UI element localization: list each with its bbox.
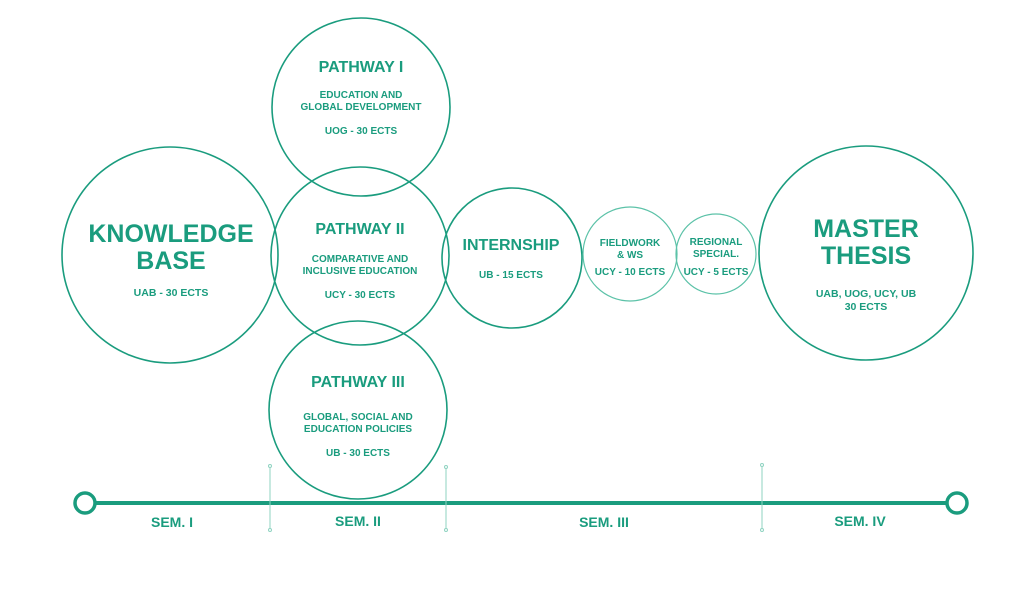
- fieldwork-title: FIELDWORK: [600, 238, 661, 249]
- internship-credits: UB - 15 ECTS: [479, 270, 543, 281]
- master-thesis-title: MASTER: [813, 215, 919, 243]
- master-thesis-credits: UAB, UOG, UCY, UB: [816, 288, 917, 300]
- master-thesis-title: THESIS: [821, 242, 911, 270]
- pathway-2-credits: UCY - 30 ECTS: [325, 290, 396, 301]
- regional-credits: UCY - 5 ECTS: [684, 267, 749, 278]
- pathway-1-desc: GLOBAL DEVELOPMENT: [301, 102, 422, 113]
- pathway-2-desc: COMPARATIVE AND: [312, 254, 408, 265]
- fieldwork-credits: UCY - 10 ECTS: [595, 267, 666, 278]
- semester-label: SEM. IV: [834, 513, 886, 529]
- pathway-2-desc: INCLUSIVE EDUCATION: [303, 266, 418, 277]
- timeline-end-marker: [945, 491, 969, 515]
- pathway-1-circle: [271, 17, 451, 197]
- pathway-3-desc: EDUCATION POLICIES: [304, 424, 412, 435]
- internship-circle: [441, 187, 583, 329]
- pathway-1-credits: UOG - 30 ECTS: [325, 126, 398, 137]
- master-thesis-circle: [758, 145, 974, 361]
- master-thesis-credits: 30 ECTS: [845, 301, 888, 313]
- fieldwork-title: & WS: [617, 250, 643, 261]
- regional-circle: [675, 213, 757, 295]
- knowledge-base-circle: [61, 146, 279, 364]
- fieldwork-circle: [582, 206, 678, 302]
- knowledge-base-credits: UAB - 30 ECTS: [134, 287, 209, 299]
- regional-title: SPECIAL.: [693, 249, 739, 260]
- internship-title: INTERNSHIP: [463, 237, 560, 254]
- pathway-1-title: PATHWAY I: [319, 59, 404, 76]
- pathway-3-credits: UB - 30 ECTS: [326, 448, 390, 459]
- semester-dividers: [268, 463, 764, 532]
- pathway-2-circle: [270, 166, 450, 346]
- knowledge-base-title: KNOWLEDGE: [88, 220, 253, 248]
- semester-label: SEM. II: [335, 513, 381, 529]
- pathway-1-desc: EDUCATION AND: [320, 90, 403, 101]
- pathway-2-title: PATHWAY II: [315, 221, 404, 238]
- pathway-3-title: PATHWAY III: [311, 374, 405, 391]
- knowledge-base-title: BASE: [136, 247, 205, 275]
- pathway-3-desc: GLOBAL, SOCIAL AND: [303, 412, 412, 423]
- semester-label: SEM. III: [579, 514, 629, 530]
- timeline-start-marker: [73, 491, 97, 515]
- pathway-3-circle: [268, 320, 448, 500]
- semester-label: SEM. I: [151, 514, 193, 530]
- regional-title: REGIONAL: [690, 237, 743, 248]
